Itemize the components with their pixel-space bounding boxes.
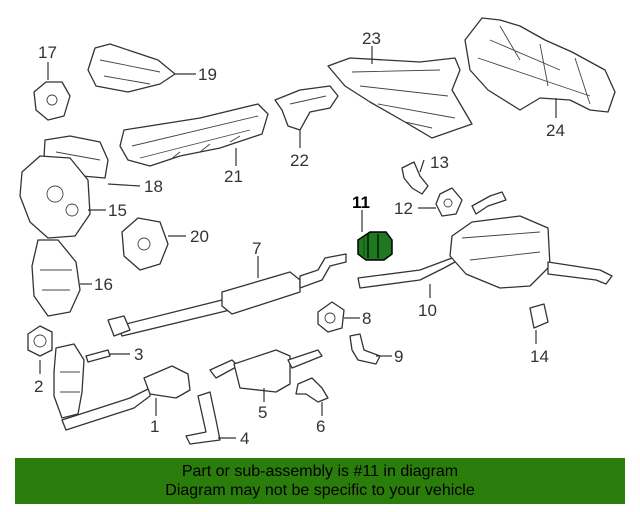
callout-23: 23 bbox=[362, 29, 381, 48]
part-9-bracket bbox=[349, 333, 381, 365]
part-20-bracket bbox=[121, 217, 169, 271]
callout-8: 8 bbox=[362, 309, 371, 328]
part-6-bracket bbox=[295, 377, 329, 403]
part-2-gasket bbox=[27, 325, 53, 357]
part-7-intermediate-pipe bbox=[107, 253, 347, 337]
part-14-plate bbox=[529, 303, 549, 329]
callout-15: 15 bbox=[108, 201, 127, 220]
callout-10: 10 bbox=[418, 301, 437, 320]
banner-line-2: Diagram may not be specific to your vehi… bbox=[165, 482, 475, 499]
info-banner: Part or sub-assembly is #11 in diagram D… bbox=[15, 458, 625, 504]
part-10-muffler bbox=[357, 191, 613, 289]
part-3-stud bbox=[85, 349, 111, 363]
part-22-heat-shield bbox=[274, 85, 339, 131]
callout-14: 14 bbox=[530, 347, 549, 366]
callout-12: 12 bbox=[394, 199, 413, 218]
callout-11[interactable]: 11 bbox=[352, 193, 370, 212]
part-23-heat-shield bbox=[327, 57, 473, 139]
part-16-heat-shield bbox=[31, 239, 81, 317]
leader-lines bbox=[39, 46, 557, 439]
callout-6: 6 bbox=[316, 417, 325, 436]
callout-7: 7 bbox=[252, 239, 261, 258]
part-13-bracket bbox=[401, 161, 429, 195]
callout-17: 17 bbox=[38, 43, 57, 62]
callout-2: 2 bbox=[34, 377, 43, 396]
callout-20: 20 bbox=[190, 227, 209, 246]
callout-5: 5 bbox=[258, 403, 267, 422]
part-11-clamp[interactable] bbox=[357, 231, 393, 261]
callout-22: 22 bbox=[290, 151, 309, 170]
part-1-front-pipe bbox=[53, 343, 191, 431]
callout-9: 9 bbox=[394, 347, 403, 366]
callout-1: 1 bbox=[150, 417, 159, 436]
callout-21: 21 bbox=[224, 167, 243, 186]
exhaust-parts-diagram: 17 19 23 24 21 22 18 15 20 16 7 13 12 11… bbox=[19, 17, 616, 448]
callout-13: 13 bbox=[430, 153, 449, 172]
part-12-hanger bbox=[435, 187, 463, 217]
callout-19: 19 bbox=[198, 65, 217, 84]
part-17-bracket bbox=[33, 81, 71, 121]
callout-4: 4 bbox=[240, 429, 249, 448]
part-24-heat-shield bbox=[464, 17, 616, 113]
banner-line-1: Part or sub-assembly is #11 in diagram bbox=[181, 463, 459, 480]
callout-24: 24 bbox=[546, 121, 565, 140]
part-8-isolator bbox=[317, 301, 345, 333]
callout-18: 18 bbox=[144, 177, 163, 196]
callout-16: 16 bbox=[94, 275, 113, 294]
part-21-heat-shield bbox=[119, 103, 269, 167]
part-15-heat-shield bbox=[19, 155, 91, 239]
part-4-bracket bbox=[185, 391, 221, 445]
part-5-catalytic-converter bbox=[209, 349, 323, 393]
callout-labels: 17 19 23 24 21 22 18 15 20 16 7 13 12 11… bbox=[34, 29, 565, 448]
callout-3: 3 bbox=[134, 345, 143, 364]
part-19-heat-shield bbox=[87, 43, 176, 93]
